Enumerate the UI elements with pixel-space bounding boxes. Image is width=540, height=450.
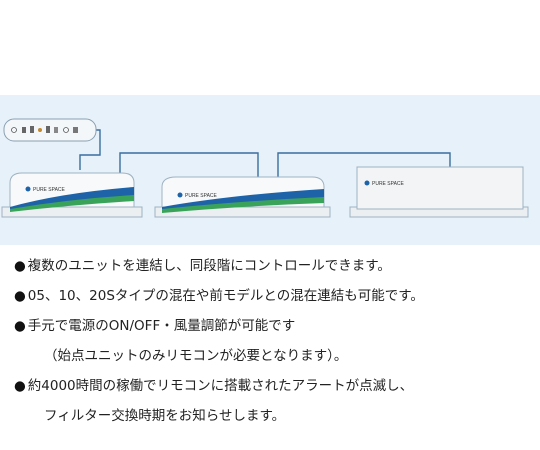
feature-text: 手元で電源のON/OFF・風量調節が可能です bbox=[27, 318, 296, 334]
feature-item: ●複数のユニットを連結し、同段階にコントロールできます。 bbox=[14, 256, 534, 286]
bullet-mark: ● bbox=[14, 378, 26, 394]
remote-control-icon bbox=[3, 118, 97, 142]
feature-item: ●手元で電源のON/OFF・風量調節が可能です bbox=[14, 316, 534, 346]
feature-text: 複数のユニットを連結し、同段階にコントロールできます。 bbox=[27, 258, 391, 274]
brand-label: PURE SPACE bbox=[33, 187, 66, 193]
connector-2-3 bbox=[277, 152, 451, 177]
air-unit-icon: PURE SPACE bbox=[154, 176, 331, 218]
bullet-mark: ● bbox=[14, 318, 26, 334]
feature-list: ●複数のユニットを連結し、同段階にコントロールできます。 ●05、10、20Sタ… bbox=[14, 256, 534, 436]
brand-label: PURE SPACE bbox=[185, 193, 218, 199]
connector-1-2 bbox=[119, 152, 259, 177]
bullet-mark: ● bbox=[14, 258, 26, 274]
bullet-mark: ● bbox=[14, 288, 26, 304]
diagram-svg: PURE SPACE PURE SPACE PURE SPACE bbox=[1, 118, 529, 218]
feature-text: 約4000時間の稼働でリモコンに搭載されたアラートが点滅し、 bbox=[27, 378, 414, 394]
feature-text: フィルター交換時期をお知らせします。 bbox=[44, 408, 286, 424]
brand-label: PURE SPACE bbox=[372, 181, 405, 187]
air-unit-box-icon: PURE SPACE bbox=[349, 166, 529, 218]
air-unit-icon: PURE SPACE bbox=[1, 172, 143, 218]
feature-item: ●約4000時間の稼働でリモコンに搭載されたアラートが点滅し、 bbox=[14, 376, 534, 406]
feature-item: ●05、10、20Sタイプの混在や前モデルとの混在連結も可能です。 bbox=[14, 286, 534, 316]
unit-connection-diagram: PURE SPACE PURE SPACE PURE SPACE bbox=[0, 95, 540, 245]
remote-connector bbox=[79, 129, 101, 170]
feature-text: （始点ユニットのみリモコンが必要となります）。 bbox=[44, 348, 348, 364]
feature-text: 05、10、20Sタイプの混在や前モデルとの混在連結も可能です。 bbox=[27, 288, 424, 304]
feature-item-continuation: （始点ユニットのみリモコンが必要となります）。 bbox=[14, 346, 534, 376]
connector-lines bbox=[79, 129, 451, 177]
feature-item-continuation: フィルター交換時期をお知らせします。 bbox=[14, 406, 534, 436]
